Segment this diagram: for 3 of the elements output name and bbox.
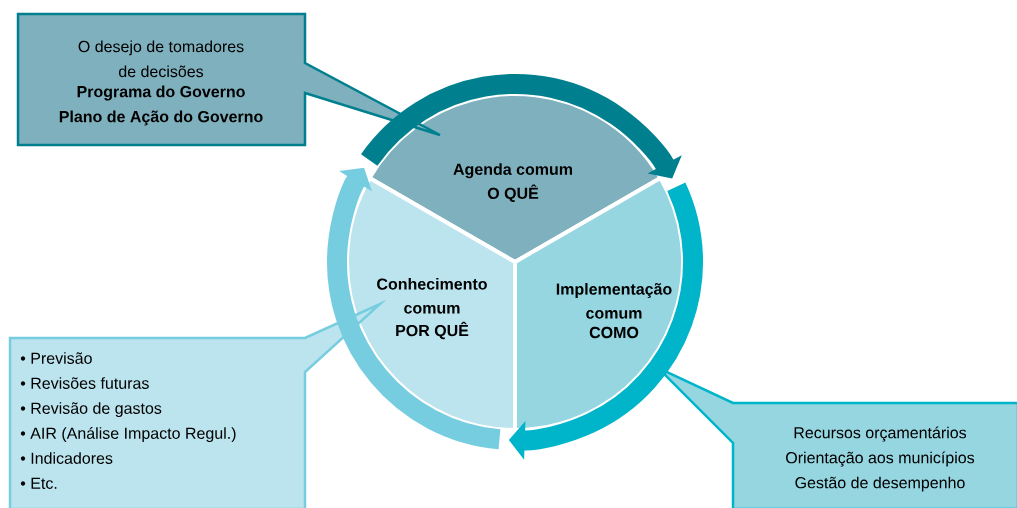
callout-box: • Previsão • Revisões futuras • Revisão de gastos • AIR (Análise Impacto Regul.) • Indicadores • Etc. [8,299,387,508]
callout-box: O desejo de tomadores de decisões Programa do Governo Plano de Ação do Governo [16,12,442,147]
sector: Agenda comum O QUÊ [367,91,663,264]
